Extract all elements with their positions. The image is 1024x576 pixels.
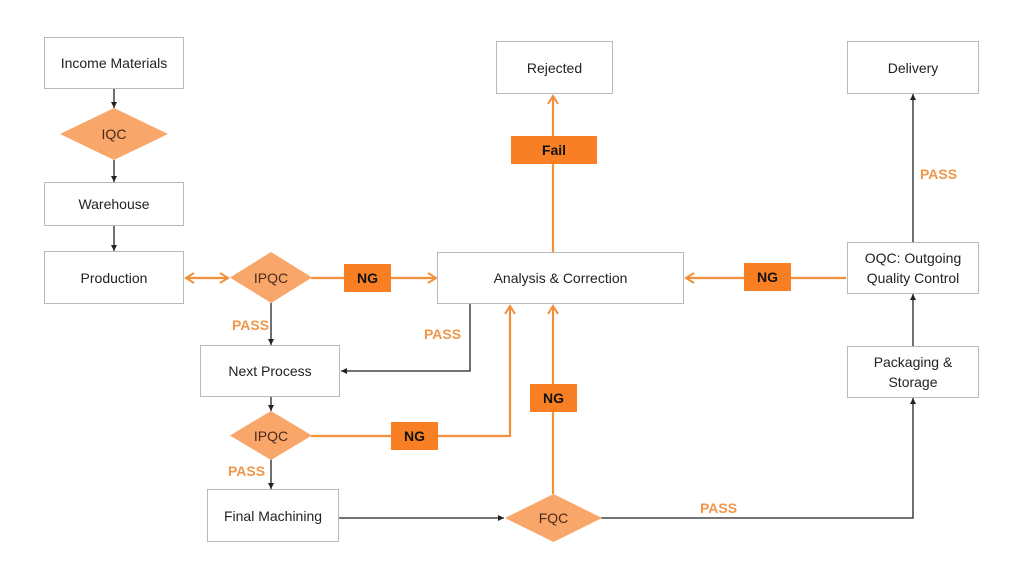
decision-ipqc-1: IPQC [230,252,312,303]
decision-label: IPQC [253,427,289,444]
tag-ng-ipqc1: NG [344,264,391,292]
tag-label: NG [357,270,378,286]
node-packaging-storage: Packaging & Storage [847,346,979,398]
node-label: Final Machining [223,507,323,524]
pass-label-analysis: PASS [424,326,462,342]
pass-label-oqc: PASS [920,166,958,182]
node-label: Warehouse [78,196,150,212]
node-oqc: OQC: Outgoing Quality Control [847,242,979,294]
node-label-line1: Packaging & [873,354,953,370]
node-label: Next Process [228,363,312,379]
tag-label: NG [404,428,425,444]
node-label: Rejected [526,59,583,76]
edge-ipqc2-ng-to-analysis [311,304,516,438]
node-income-materials: Income Materials [44,37,184,89]
node-delivery: Delivery [847,41,979,94]
pass-label-ipqc1: PASS [232,317,270,333]
node-label: Delivery [887,59,939,76]
diamond-shape [505,494,602,542]
edge-fqc-to-packaging [601,398,916,519]
node-next-process: Next Process [200,345,340,397]
decision-ipqc-2: IPQC [230,411,312,460]
tag-ng-fqc: NG [530,384,577,412]
node-warehouse: Warehouse [44,182,184,226]
node-production: Production [44,251,184,304]
decision-label: FQC [538,510,569,526]
pass-label-fqc: PASS [700,500,738,516]
edge-analysis-to-next-process [341,304,471,374]
tag-label: NG [543,390,564,406]
node-label-line2: Quality Control [866,270,960,286]
node-analysis-correction: Analysis & Correction [437,252,684,304]
node-label: Analysis & Correction [493,270,628,286]
decision-fqc: FQC [505,494,602,542]
node-label: Production [80,269,148,286]
decision-label: IQC [101,126,127,142]
tag-ng-ipqc2: NG [391,422,438,450]
pass-label-ipqc2: PASS [228,463,266,479]
diamond-shape [60,108,168,160]
node-final-machining: Final Machining [207,489,339,542]
node-label-line2: Storage [888,374,938,390]
tag-label: Fail [541,142,567,158]
diamond-shape [230,252,312,303]
decision-label: IPQC [253,269,289,286]
tag-ng-oqc: NG [744,263,791,291]
node-label-line1: OQC: Outgoing [864,250,962,266]
tag-label: NG [757,269,778,285]
node-rejected: Rejected [496,41,613,94]
tag-fail: Fail [511,136,597,164]
node-label: Income Materials [60,55,168,71]
diamond-shape [230,411,312,460]
decision-iqc: IQC [60,108,168,160]
